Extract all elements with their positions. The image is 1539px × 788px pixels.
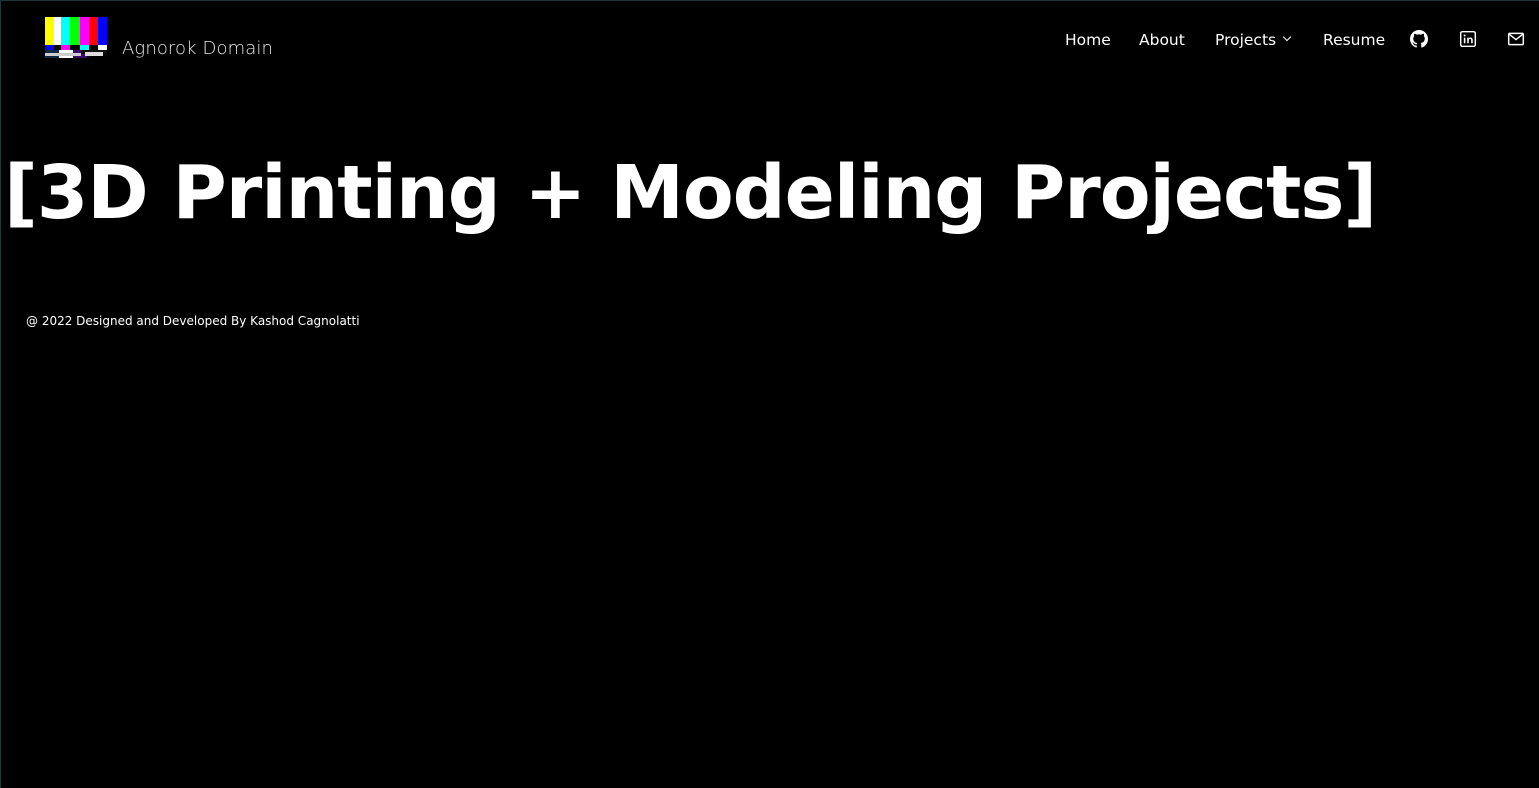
mail-icon[interactable]: [1507, 30, 1525, 48]
page-title: [3D Printing + Modeling Projects]: [4, 150, 1377, 236]
linkedin-icon[interactable]: [1459, 30, 1477, 48]
nav-resume[interactable]: Resume: [1323, 31, 1386, 49]
nav-home[interactable]: Home: [1065, 31, 1111, 49]
site-header: Agnorok Domain Home About Projects Resum…: [1, 1, 1539, 81]
nav-projects-dropdown[interactable]: Projects: [1215, 30, 1292, 50]
main-nav: Home About Projects Resume: [1, 30, 1539, 54]
tv-color-bars-logo-icon: [45, 17, 107, 58]
brand-link[interactable]: Agnorok Domain: [45, 17, 273, 59]
nav-about[interactable]: About: [1139, 31, 1185, 49]
nav-projects-label: Projects: [1215, 31, 1277, 49]
brand-name: Agnorok Domain: [122, 38, 273, 59]
chevron-down-icon: [1282, 32, 1292, 42]
github-icon[interactable]: [1410, 30, 1428, 48]
footer-credit: @ 2022 Designed and Developed By Kashod …: [26, 314, 360, 328]
